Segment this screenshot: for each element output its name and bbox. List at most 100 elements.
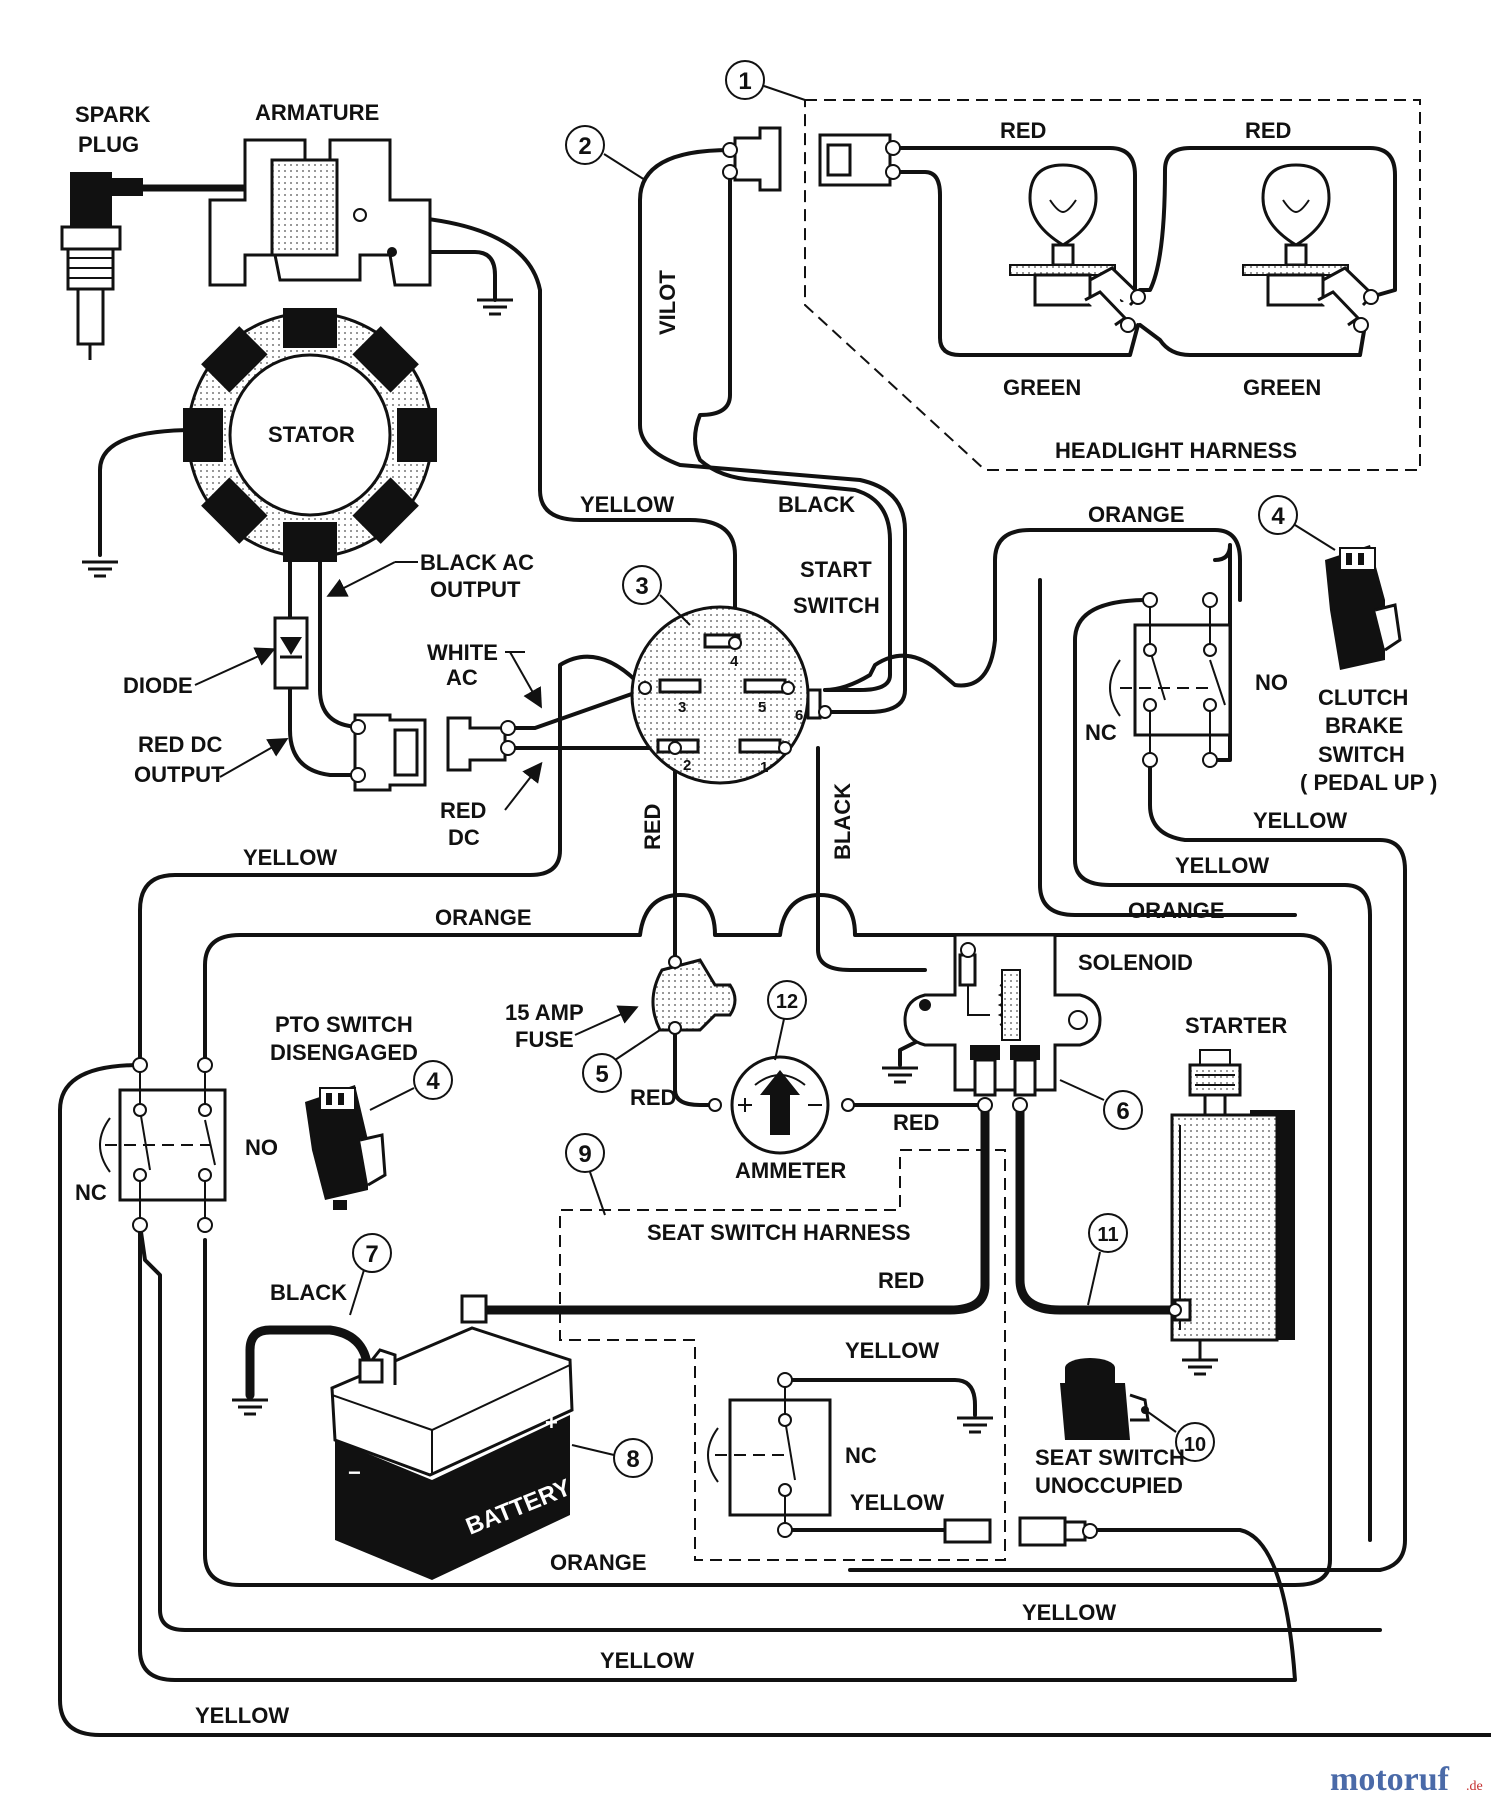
label-yellow-clutch-1: YELLOW: [1253, 808, 1347, 833]
wire-headlight-green-1: [891, 170, 1140, 357]
label-pto-2: DISENGAGED: [270, 1040, 418, 1065]
label-red-headlight-1: RED: [1000, 118, 1046, 143]
callout-4-pto: 4: [426, 1068, 440, 1095]
switch-terminal-4: 4: [730, 653, 739, 670]
callout-8: 8: [626, 1446, 639, 1473]
switch-terminal-2: 2: [683, 757, 691, 774]
switch-terminal-6: 6: [795, 707, 803, 724]
watermark-main: motoruf: [1330, 1761, 1450, 1798]
label-nc-pto: NC: [75, 1180, 107, 1205]
label-yellow-5: YELLOW: [195, 1703, 289, 1728]
label-yellow-seat-2: YELLOW: [850, 1490, 944, 1515]
headlight-connector: [722, 126, 901, 192]
ammeter: [708, 1055, 855, 1155]
label-pto-1: PTO SWITCH: [275, 1012, 413, 1037]
callout-11: 11: [1097, 1224, 1118, 1246]
wire-clutch-yellow-2: [1073, 598, 1372, 1542]
ground-symbols: [82, 298, 1218, 1434]
stator-connector: [350, 713, 516, 792]
label-black-vertical: BLACK: [830, 783, 855, 860]
label-red-dc-1: RED: [440, 798, 486, 823]
wire-black-solenoid: [816, 746, 927, 972]
label-pointers: [194, 561, 639, 1036]
seat-switch-schematic: [707, 1372, 832, 1538]
label-yellow-1: YELLOW: [580, 492, 674, 517]
pto-switch-icon: [305, 1085, 387, 1210]
wire-pto-yellow-mid: [138, 1223, 1382, 1632]
seat-switch-harness-boundary: [559, 1149, 1006, 1561]
callout-3: 3: [635, 573, 648, 600]
wire-pto-yellow-outer: [58, 1063, 1491, 1737]
start-switch: 4 3 5 6 2 1: [630, 605, 832, 785]
label-green-1: GREEN: [1003, 375, 1081, 400]
label-black-1: BLACK: [778, 492, 855, 517]
label-diode: DIODE: [123, 673, 193, 698]
stator: [183, 308, 437, 562]
label-red-dc-out-2: OUTPUT: [134, 762, 225, 787]
wire-battery-red: [465, 1100, 990, 1315]
label-red-vertical: RED: [640, 804, 665, 850]
wire-stator-ground: [98, 428, 197, 557]
wire-fuse-ammeter: [673, 1026, 717, 1107]
wire-seat-yellow-top: [783, 1378, 977, 1417]
label-fuse-2: FUSE: [515, 1027, 574, 1052]
wire-armature-ground: [390, 250, 497, 302]
label-orange-clutch: ORANGE: [1128, 898, 1225, 923]
wires: [58, 146, 1491, 1737]
label-black-ac-2: OUTPUT: [430, 577, 521, 602]
label-seat-unocc-2: UNOCCUPIED: [1035, 1473, 1183, 1498]
wire-yellow-armature: [358, 213, 737, 647]
label-orange-1: ORANGE: [1088, 502, 1185, 527]
label-ammeter: AMMETER: [735, 1158, 846, 1183]
callout-1: 1: [738, 68, 751, 95]
seat-switch-connector: [943, 1516, 1098, 1547]
fuse: [651, 955, 737, 1035]
callout-10: 10: [1184, 1434, 1206, 1456]
wire-yellow-loop: [138, 654, 647, 1067]
wire-headlight-red-2: [1138, 146, 1397, 302]
watermark-suffix: .de: [1466, 1779, 1483, 1794]
label-nc-clutch: NC: [1085, 720, 1117, 745]
pto-switch-schematic: [99, 1057, 227, 1233]
seat-switch-icon: [1060, 1358, 1150, 1440]
armature: [208, 138, 432, 287]
label-stator: STATOR: [268, 422, 355, 447]
label-orange-3: ORANGE: [550, 1550, 647, 1575]
solenoid: [903, 933, 1102, 1113]
diode: [273, 616, 309, 690]
label-solenoid: SOLENOID: [1078, 950, 1193, 975]
wire-clutch-yellow-1: [848, 758, 1407, 1572]
wire-pto-yellow-inner: [138, 1223, 1297, 1682]
wire-headlight-green-2: [1138, 323, 1367, 357]
starter-motor: [1168, 1049, 1295, 1342]
label-black-battery: BLACK: [270, 1280, 347, 1305]
wire-orange-clutch-2: [1038, 578, 1297, 917]
clutch-brake-switch-schematic: [1109, 592, 1232, 768]
labels: SPARK PLUG ARMATURE STATOR BLACK AC OUTP…: [75, 100, 1437, 1728]
callout-9: 9: [578, 1141, 591, 1168]
label-green-2: GREEN: [1243, 375, 1321, 400]
wire-headlight-red-1: [891, 146, 1137, 302]
label-yellow-4: YELLOW: [600, 1648, 694, 1673]
label-yellow-clutch-2: YELLOW: [1175, 853, 1269, 878]
wire-battery-ground: [245, 1325, 373, 1400]
label-yellow-seat-1: YELLOW: [845, 1338, 939, 1363]
label-plug: PLUG: [78, 132, 139, 157]
label-armature: ARMATURE: [255, 100, 379, 125]
callout-7: 7: [365, 1241, 378, 1268]
wire-orange-clutch: [823, 528, 1242, 692]
label-red-fuse: RED: [630, 1085, 676, 1110]
battery: BATTERY − +: [330, 1294, 575, 1580]
wire-stator-ac: [318, 533, 360, 729]
spark-plug: [60, 172, 248, 360]
label-nc-seat: NC: [845, 1443, 877, 1468]
callout-2: 2: [578, 133, 591, 160]
label-red-ammeter: RED: [893, 1110, 939, 1135]
switch-terminal-5: 5: [758, 699, 766, 716]
headlight-bulb-left: [1009, 163, 1146, 333]
wire-clutch-orange: [1208, 543, 1232, 762]
label-spark: SPARK: [75, 102, 150, 127]
wire-black-headlight: [693, 170, 892, 692]
label-black-ac-1: BLACK AC: [420, 550, 534, 575]
